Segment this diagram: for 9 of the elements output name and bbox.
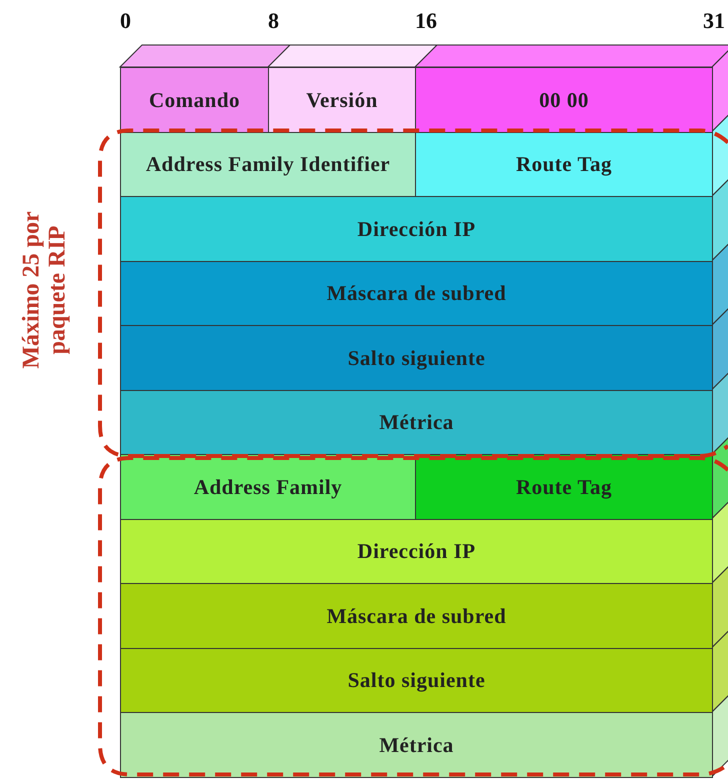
bit-number: 31 [703,8,725,34]
bit-number: 16 [415,8,437,34]
bit-number: 8 [268,8,279,34]
bit-number: 0 [120,8,131,34]
packet-field: Address Family Identifier [120,132,416,197]
packet-field: Versión [268,67,416,132]
packet-field: Address Family [120,454,416,520]
packet-field: Comando [120,67,269,132]
side-note: Máximo 25 por paquete RIP [18,210,72,371]
